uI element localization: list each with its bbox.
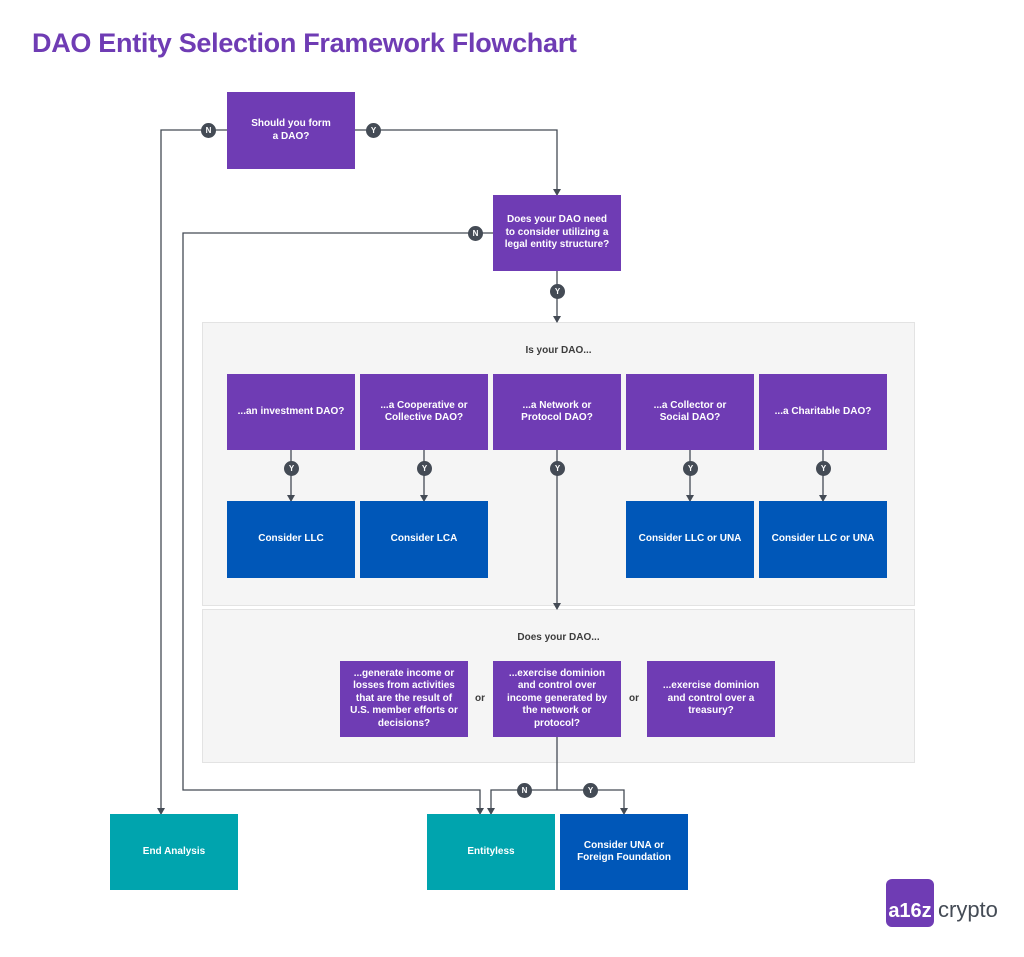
- collector-dao-node: ...a Collector or Social DAO?: [626, 374, 754, 450]
- control-income-node: ...exercise dominion and control over in…: [493, 661, 621, 737]
- no-badge-activity: N: [517, 783, 532, 798]
- yes-badge-activity: Y: [583, 783, 598, 798]
- a16z-logo-mark: a16z: [886, 879, 934, 927]
- or-label-2: or: [629, 693, 639, 704]
- control-treasury-node: ...exercise dominion and control over a …: [647, 661, 775, 737]
- page-title: DAO Entity Selection Framework Flowchart: [32, 28, 577, 58]
- cooperative-dao-node: ...a Cooperative or Collective DAO?: [360, 374, 488, 450]
- legal-entity-node: Does your DAO need to consider utilizing…: [493, 195, 621, 271]
- a16z-crypto-logo: a16z crypto: [886, 879, 998, 927]
- crypto-wordmark: crypto: [938, 897, 998, 922]
- dao-type-panel-label: Is your DAO...: [525, 345, 592, 356]
- yes-badge-network: Y: [550, 461, 565, 476]
- charitable-dao-node: ...a Charitable DAO?: [759, 374, 887, 450]
- yes-badge-legal: Y: [550, 284, 565, 299]
- yes-badge-charitable: Y: [816, 461, 831, 476]
- consider-llc-node: Consider LLC: [227, 501, 355, 578]
- dao-activity-panel-label: Does your DAO...: [517, 632, 600, 643]
- consider-lca-node: Consider LCA: [360, 501, 488, 578]
- end-analysis-node: End Analysis: [110, 814, 238, 890]
- network-dao-node: ...a Network or Protocol DAO?: [493, 374, 621, 450]
- yes-badge-form: Y: [366, 123, 381, 138]
- entityless-node: Entityless: [427, 814, 555, 890]
- yes-badge-collector: Y: [683, 461, 698, 476]
- no-badge-form: N: [201, 123, 216, 138]
- no-badge-legal: N: [468, 226, 483, 241]
- investment-dao-node: ...an investment DAO?: [227, 374, 355, 450]
- consider-llc-or-una-collector-node: Consider LLC or UNA: [626, 501, 754, 578]
- consider-llc-or-una-charitable-node: Consider LLC or UNA: [759, 501, 887, 578]
- una-foundation-node: Consider UNA or Foreign Foundation: [560, 814, 688, 890]
- yes-badge-cooperative: Y: [417, 461, 432, 476]
- generate-income-node: ...generate income or losses from activi…: [340, 661, 468, 737]
- or-label-1: or: [475, 693, 485, 704]
- yes-badge-investment: Y: [284, 461, 299, 476]
- should-form-dao-node: Should you form a DAO?: [227, 92, 355, 169]
